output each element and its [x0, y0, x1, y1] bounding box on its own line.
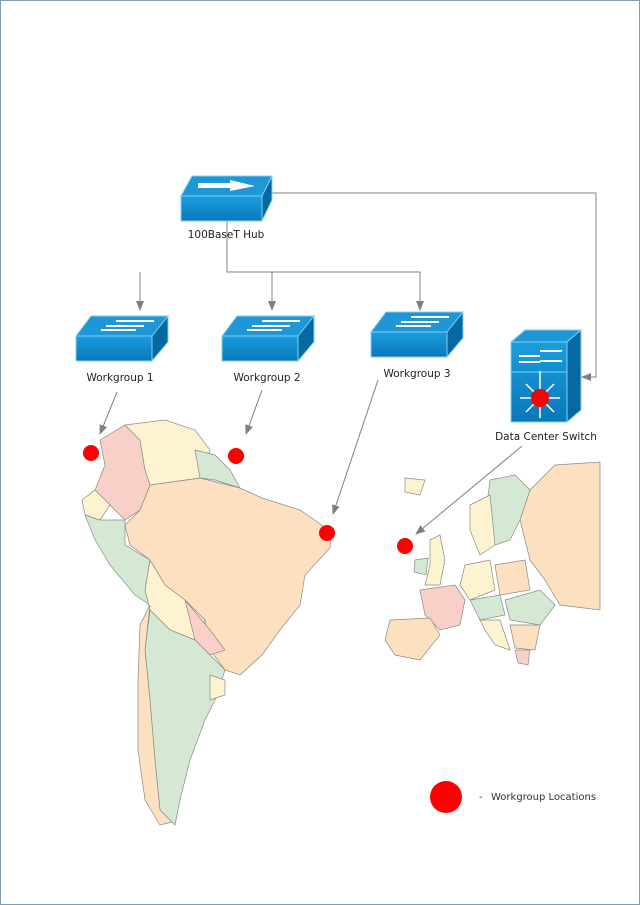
- legend-marker: [430, 781, 462, 813]
- multilayer-switch-icon: [509, 328, 583, 424]
- switch-icon: [75, 314, 170, 363]
- south-america-map: [81, 419, 333, 826]
- links: [99, 192, 597, 535]
- workgroup-3-switch[interactable]: Workgroup 3: [370, 310, 465, 380]
- hub-icon: [180, 175, 273, 222]
- location-marker-data-center[interactable]: [397, 538, 413, 554]
- switch-icon: [221, 314, 316, 363]
- workgroup-location-markers: [83, 445, 413, 554]
- workgroup-2-label: Workgroup 2: [233, 372, 300, 384]
- legend: - Workgroup Locations: [430, 781, 596, 813]
- data-center-label: Data Center Switch: [495, 431, 597, 443]
- workgroup-1-switch[interactable]: Workgroup 1: [75, 314, 170, 384]
- workgroup-2-switch[interactable]: Workgroup 2: [221, 314, 316, 384]
- legend-label: Workgroup Locations: [491, 792, 596, 803]
- data-center-switch[interactable]: Data Center Switch: [495, 328, 597, 443]
- location-marker-workgroup-3[interactable]: [319, 525, 335, 541]
- location-marker-workgroup-1[interactable]: [83, 445, 99, 461]
- hub-label: 100BaseT Hub: [188, 229, 265, 241]
- location-marker-workgroup-2[interactable]: [228, 448, 244, 464]
- europe-map: [384, 461, 601, 666]
- workgroup-1-label: Workgroup 1: [86, 372, 153, 384]
- switch-icon: [370, 310, 465, 359]
- workgroup-3-label: Workgroup 3: [383, 368, 450, 380]
- hub-device[interactable]: 100BaseT Hub: [180, 175, 273, 241]
- legend-dash: -: [479, 792, 483, 803]
